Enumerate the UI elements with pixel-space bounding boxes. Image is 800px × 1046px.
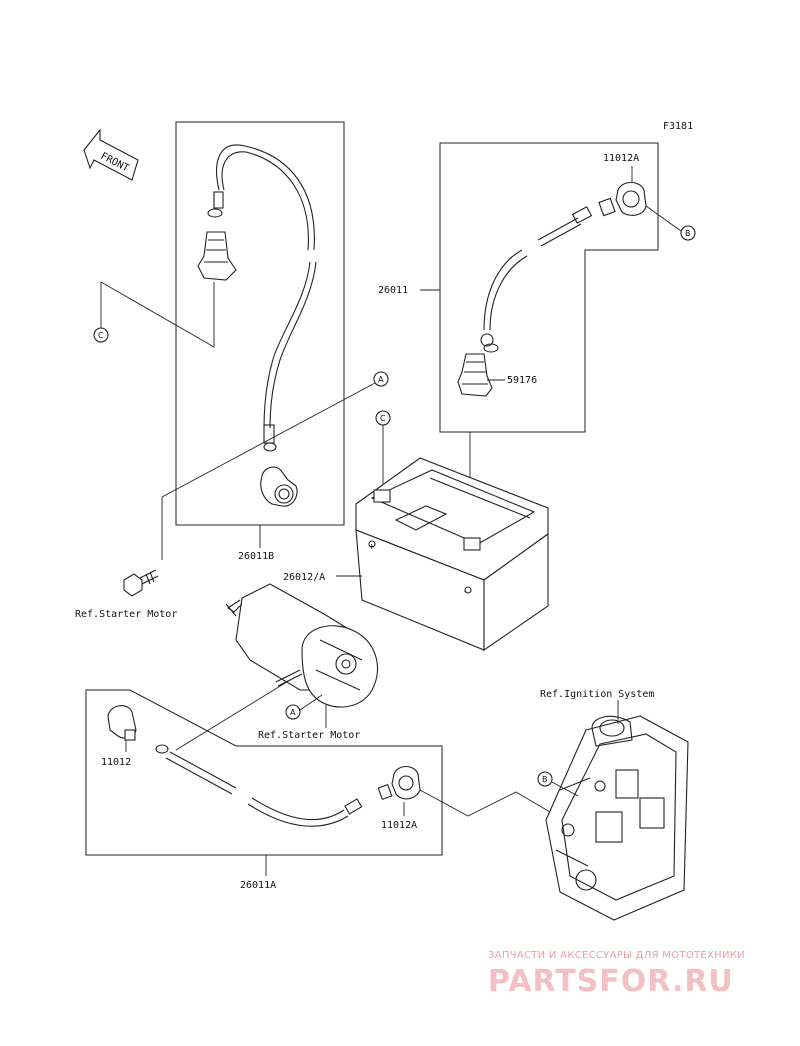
ref-starter-motor-center: Ref.Starter Motor [258,730,360,741]
leader-a-top [161,382,376,560]
svg-text:A: A [378,375,384,384]
label-cable-a: 26011A [240,880,276,891]
svg-text:A: A [290,708,296,717]
cable-b-group [175,121,345,526]
svg-text:B: B [685,229,691,238]
callout-b-ignition: B [537,771,553,787]
label-cable-positive: 26011 [378,285,408,296]
front-arrow: FRONT [83,128,139,181]
label-cap-a-top: 11012A [603,153,639,164]
battery: + - [355,457,549,652]
leader-b-ignition [551,781,579,797]
callout-c-battery: C [375,410,391,426]
svg-text:C: C [380,414,386,423]
callout-a-motor: A [285,704,301,720]
label-cap: 11012 [101,757,131,768]
label-cable-b: 26011B [238,551,274,562]
cable-positive-group [439,142,659,433]
leader-a-cable [175,679,291,751]
ref-starter-motor-left: Ref.Starter Motor [75,609,177,620]
label-cap-a-bottom: 11012A [381,820,417,831]
leader-a-motor [299,694,323,711]
leader-c-left [100,281,215,348]
svg-text:C: C [98,331,104,340]
figure-code: F3181 [663,121,693,132]
svg-text:-: - [464,587,467,596]
cable-a-group [85,689,443,856]
callout-a-top: A [373,371,389,387]
label-battery: 26012/A [283,572,325,583]
svg-text:B: B [542,775,548,784]
watermark-brand: PARTSFOR.RU [488,964,734,999]
leader-b-right [645,205,682,232]
watermark-tagline: ЗАПЧАСТИ И АКСЕССУАРЫ ДЛЯ МОТОТЕХНИКИ [488,950,745,961]
ref-ignition-system: Ref.Ignition System [540,689,654,700]
label-boot: 59176 [507,375,537,386]
leader-cap-to-ignition [419,789,551,817]
starter-motor [225,583,379,708]
svg-text:+: + [368,542,375,551]
callout-c-left: C [93,327,109,343]
starter-bolt-left [123,569,159,597]
callout-b-right: B [680,225,696,241]
ignition-housing [545,715,689,921]
